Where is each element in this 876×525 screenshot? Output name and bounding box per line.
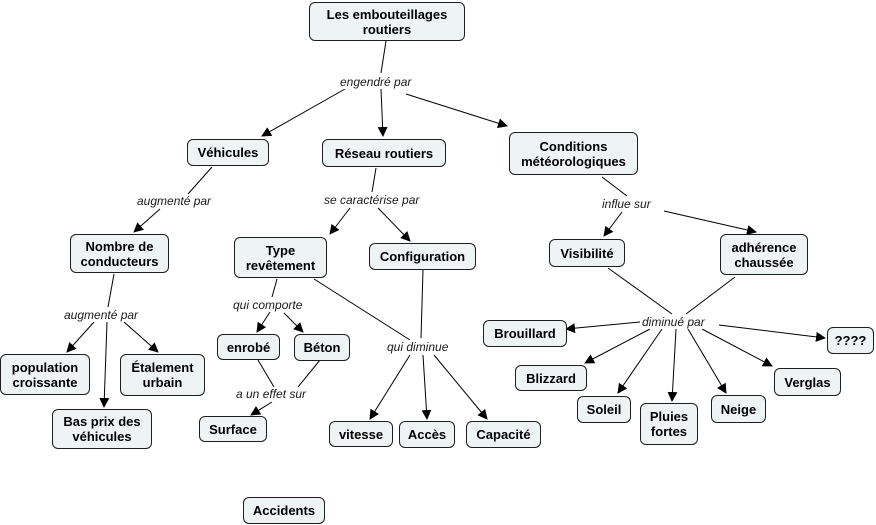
connector: [371, 167, 377, 193]
node-brouillard[interactable]: Brouillard: [483, 320, 567, 347]
node-conditions-meteorologiques[interactable]: Conditions météorologiques: [509, 132, 638, 175]
link-augmente-par-vehicules: augmenté par: [136, 194, 213, 208]
node-beton[interactable]: Béton: [294, 334, 350, 361]
connector: [107, 273, 115, 308]
arrow: [584, 328, 651, 364]
arrow: [369, 354, 411, 420]
arrow: [603, 211, 623, 237]
arrow: [377, 207, 411, 242]
link-diminue-par: diminué par: [641, 315, 706, 329]
arrow: [701, 328, 773, 367]
node-population-croissante[interactable]: population croissante: [0, 354, 90, 395]
arrow: [256, 311, 271, 333]
arrow: [617, 328, 663, 394]
link-qui-diminue: qui diminue: [386, 340, 450, 354]
arrow: [250, 401, 273, 416]
arrow: [133, 208, 161, 233]
arrow: [329, 207, 351, 235]
node-bas-prix-vehicules[interactable]: Bas prix des véhicules: [52, 409, 152, 449]
arrow: [433, 354, 488, 420]
node-inconnu[interactable]: ????: [827, 327, 874, 354]
node-reseau-routiers[interactable]: Réseau routiers: [322, 139, 446, 167]
node-neige[interactable]: Neige: [711, 395, 766, 423]
link-influe-sur: influe sur: [601, 197, 652, 211]
node-etalement-urbain[interactable]: Étalement urbain: [120, 354, 205, 396]
node-enrobe[interactable]: enrobé: [217, 334, 280, 360]
node-vehicules[interactable]: Véhicules: [187, 139, 269, 166]
link-qui-comporte: qui comporte: [232, 298, 304, 312]
arrow: [687, 328, 727, 394]
arrow: [123, 321, 159, 353]
connector: [685, 276, 736, 315]
arrow: [66, 321, 95, 353]
node-capacite[interactable]: Capacité: [466, 421, 541, 448]
node-blizzard[interactable]: Blizzard: [515, 365, 587, 391]
node-nombre-conducteurs[interactable]: Nombre de conducteurs: [70, 234, 169, 273]
node-pluies-fortes[interactable]: Pluies fortes: [640, 403, 698, 445]
arrow: [405, 93, 508, 129]
arrow: [421, 354, 432, 420]
link-augmente-par-nombre: augmenté par: [63, 308, 140, 322]
node-acces[interactable]: Accès: [399, 421, 455, 448]
connector: [297, 359, 321, 388]
connector: [380, 40, 387, 74]
node-visibilite[interactable]: Visibilité: [549, 239, 625, 267]
node-adherence-chaussee[interactable]: adhérence chaussée: [720, 234, 808, 275]
connector: [257, 359, 275, 388]
arrow: [663, 210, 757, 235]
connector: [607, 267, 673, 315]
node-soleil[interactable]: Soleil: [577, 396, 631, 423]
link-engendre-par: engendré par: [339, 75, 413, 89]
arrow: [377, 88, 388, 137]
connector: [187, 166, 213, 195]
node-verglas[interactable]: Verglas: [774, 368, 841, 396]
arrow: [667, 328, 678, 402]
node-embouteillages[interactable]: Les embouteillages routiers: [309, 2, 465, 41]
node-surface[interactable]: Surface: [199, 416, 267, 442]
connector: [313, 278, 411, 341]
node-type-revetement[interactable]: Type revêtement: [234, 237, 327, 278]
node-configuration[interactable]: Configuration: [369, 243, 476, 270]
link-se-caracterise-par: se caractérise par: [323, 193, 421, 207]
arrow: [99, 321, 110, 408]
link-a-un-effet-sur: a un effet sur: [235, 387, 308, 401]
node-accidents[interactable]: Accidents: [243, 497, 325, 524]
connector: [420, 269, 424, 339]
arrow: [718, 324, 826, 342]
connector: [601, 176, 628, 197]
arrow: [261, 88, 346, 137]
node-vitesse[interactable]: vitesse: [329, 421, 393, 447]
connector: [271, 278, 278, 298]
arrow: [283, 312, 304, 333]
arrow: [565, 321, 641, 334]
